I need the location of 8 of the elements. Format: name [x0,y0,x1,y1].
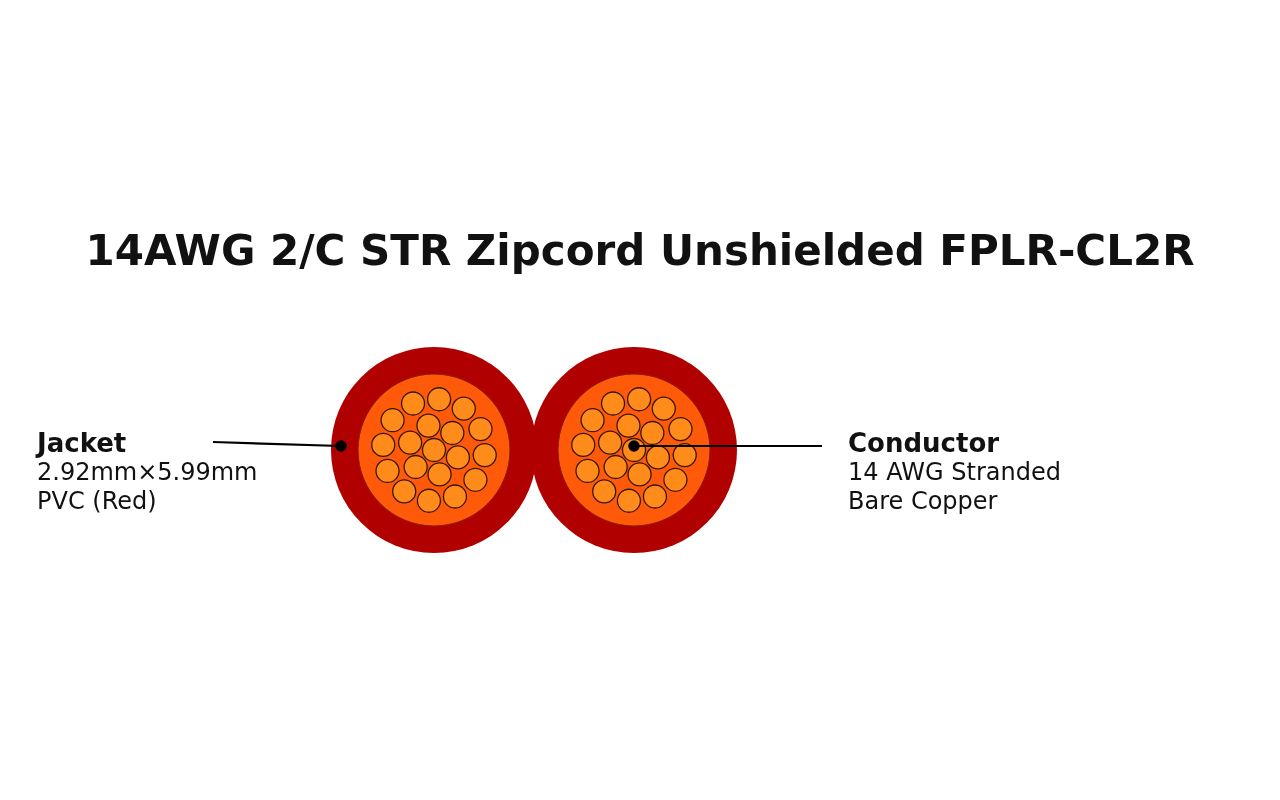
title: 14AWG 2/C STR Zipcord Unshielded FPLR-CL2R [84,226,1196,275]
callout-heading: Conductor [848,428,1000,458]
leader-line [628,440,822,452]
conductor-drawing [557,373,711,527]
callout-heading: Jacket [37,428,127,458]
callout-text: 2.92mm×5.99mm PVC (Red) [37,458,259,516]
callout-text: 14 AWG Stranded Bare Copper [848,458,1062,516]
leader-line [212,440,347,452]
